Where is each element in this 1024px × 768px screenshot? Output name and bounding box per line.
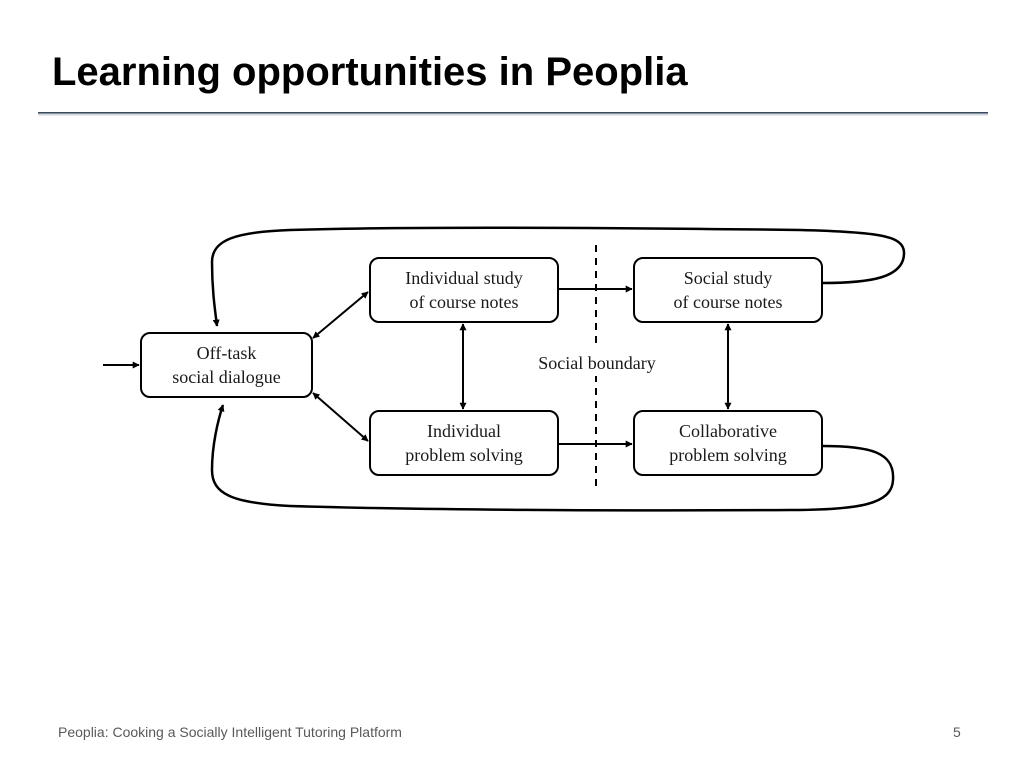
node-label-line1: Individual study xyxy=(405,268,523,288)
social-boundary-label: Social boundary xyxy=(538,353,655,373)
node-label-line1: Social study xyxy=(684,268,773,288)
loop-arrow-top xyxy=(210,226,906,327)
node-label-line1: Individual xyxy=(427,421,501,441)
node-label-line2: problem solving xyxy=(669,445,787,465)
node-social-study: Social study of course notes xyxy=(633,257,823,323)
arrow-offtask-individual-problem xyxy=(312,392,369,442)
node-individual-study: Individual study of course notes xyxy=(369,257,559,323)
node-label-line2: of course notes xyxy=(410,292,519,312)
boundary-label-backdrop xyxy=(528,348,666,376)
title-divider xyxy=(38,112,988,116)
node-off-task-social-dialogue: Off-task social dialogue xyxy=(140,332,313,398)
node-collaborative-problem-solving: Collaborative problem solving xyxy=(633,410,823,476)
node-label-line2: problem solving xyxy=(405,445,523,465)
slide-title: Learning opportunities in Peoplia xyxy=(52,50,688,94)
node-label-line1: Collaborative xyxy=(679,421,777,441)
arrow-offtask-individual-study xyxy=(312,291,369,339)
node-label-line1: Off-task xyxy=(197,343,257,363)
node-label-line2: of course notes xyxy=(674,292,783,312)
loop-arrow-bottom xyxy=(210,404,895,512)
node-individual-problem-solving: Individual problem solving xyxy=(369,410,559,476)
slide-footer: Peoplia: Cooking a Socially Intelligent … xyxy=(58,724,402,740)
page-number: 5 xyxy=(953,724,961,740)
node-label-line2: social dialogue xyxy=(172,367,280,387)
